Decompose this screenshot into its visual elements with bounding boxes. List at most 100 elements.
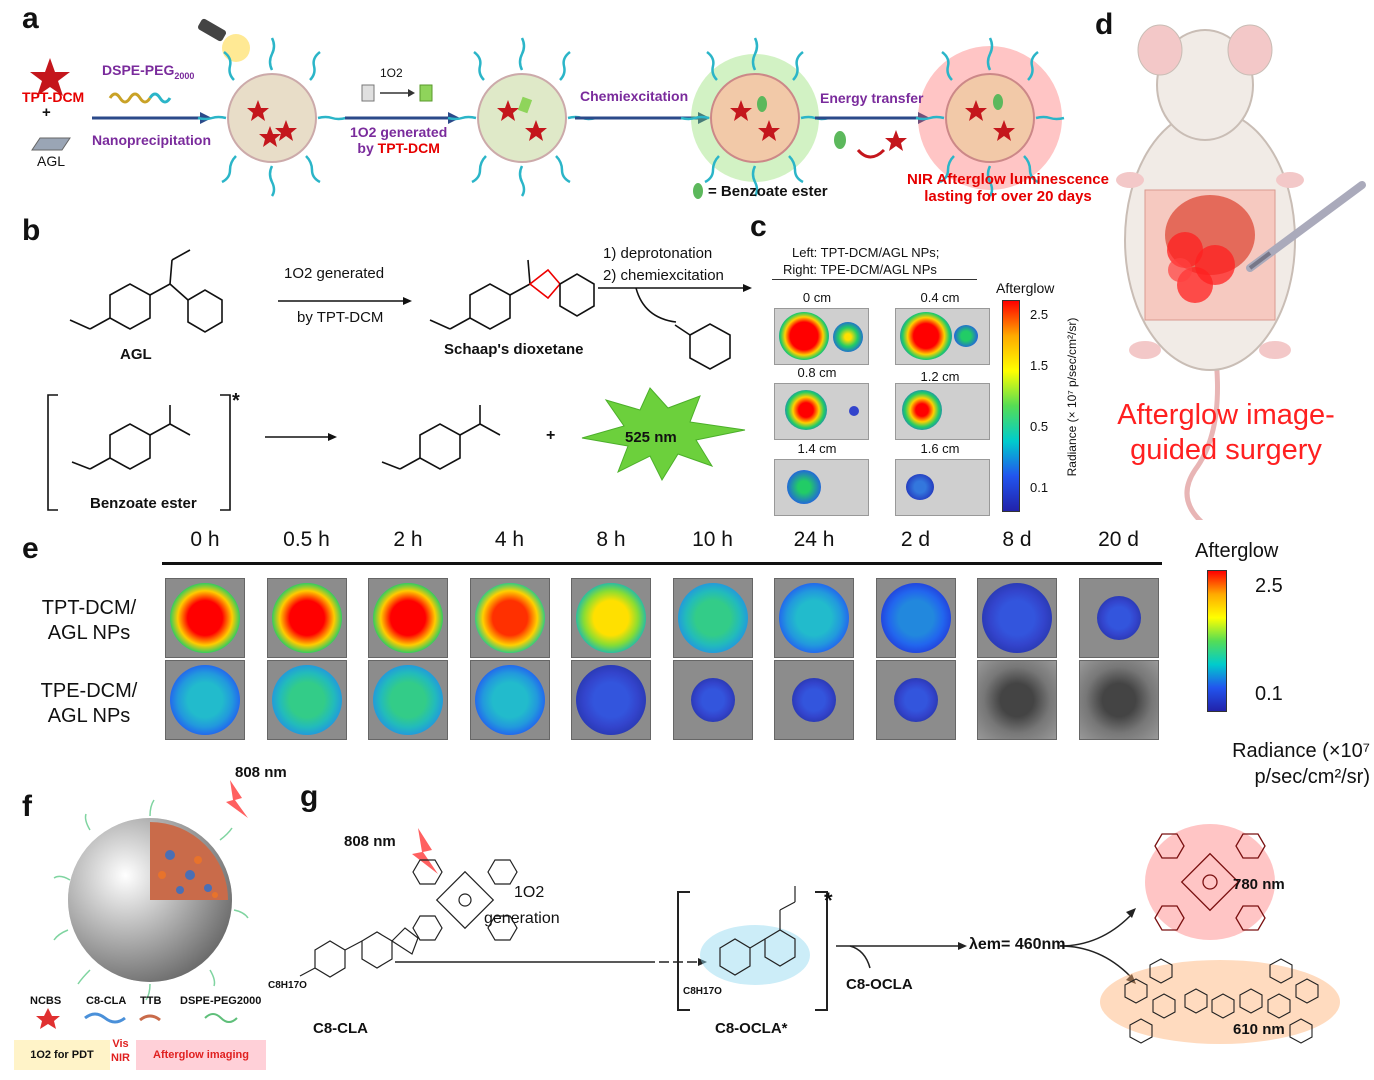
b-benzoate-label: Benzoate ester bbox=[90, 495, 197, 512]
g-c8ocla-label: C8-OCLA bbox=[846, 976, 913, 993]
e-time-label: 20 d bbox=[1098, 528, 1139, 551]
peg-squiggle-icon bbox=[108, 92, 152, 104]
c-depth-label: 1.4 cm bbox=[797, 441, 837, 456]
e-well-image bbox=[977, 660, 1057, 740]
b-excited-star: * bbox=[232, 390, 240, 412]
e-time-label: 2 d bbox=[900, 528, 931, 551]
c-colorbar-tick: 0.1 bbox=[1030, 480, 1049, 495]
panel-b-scheme bbox=[47, 249, 752, 511]
g-laser-label: 808 nm bbox=[344, 833, 396, 850]
e-signal-spot bbox=[880, 583, 951, 653]
g-780nm-label: 780 nm bbox=[1233, 876, 1285, 893]
o2-small-label: 1O2 bbox=[380, 66, 403, 80]
e-colorbar bbox=[1207, 570, 1227, 712]
e-well-image bbox=[1078, 578, 1159, 658]
e-signal-spot bbox=[373, 583, 443, 653]
g-c8cla-structure bbox=[299, 927, 419, 978]
panel-g-scheme bbox=[299, 824, 1340, 1044]
nanoparticle-4 bbox=[915, 37, 1065, 197]
agl-parallelogram-icon bbox=[31, 137, 71, 151]
e-signal-spot bbox=[170, 665, 240, 735]
e-signal-spot bbox=[982, 583, 1052, 653]
e-signal-spot bbox=[792, 678, 836, 722]
c8cla-icon bbox=[84, 1012, 126, 1024]
e-signal-spot bbox=[170, 583, 240, 653]
e-signal-spot bbox=[474, 665, 545, 735]
e-well-image bbox=[774, 660, 854, 740]
e-signal-spot bbox=[271, 665, 342, 735]
c-colorbar-tick: 0.5 bbox=[1030, 419, 1049, 434]
c-divider bbox=[772, 279, 977, 280]
g-c8h17o-label-2: C8H17O bbox=[683, 986, 722, 997]
nanoparticle-3 bbox=[680, 37, 830, 197]
b-reagent-line2: by TPT-DCM bbox=[297, 309, 384, 326]
b-agl-label: AGL bbox=[120, 346, 152, 363]
e-well-image bbox=[875, 660, 956, 740]
e-well-image bbox=[672, 578, 753, 658]
e-signal-spot bbox=[893, 678, 938, 722]
c-image-0.4cm bbox=[895, 308, 990, 365]
panel-a-scheme bbox=[30, 18, 1065, 199]
e-time-label: 10 h bbox=[692, 528, 733, 551]
g-610-emitter bbox=[1100, 958, 1340, 1044]
e-time-label: 24 h bbox=[793, 528, 835, 551]
e-header-rule bbox=[162, 562, 1162, 565]
c-legend-left: Left: TPT-DCM/AGL NPs; bbox=[792, 245, 940, 260]
g-photosensitizer-structure bbox=[412, 859, 518, 941]
panel-e-letter: e bbox=[22, 532, 39, 565]
c-depth-label: 1.6 cm bbox=[920, 441, 960, 456]
e-well-image bbox=[368, 578, 448, 658]
f-c8cla-label: C8-CLA bbox=[86, 995, 127, 1007]
c-image-1.4cm bbox=[774, 459, 869, 516]
g-780-emitter bbox=[1145, 824, 1275, 940]
c-colorbar-unit: Radiance (× 10⁷ p/sec/cm²/sr) bbox=[1065, 317, 1079, 477]
panel-f-letter: f bbox=[22, 790, 32, 823]
f-ttb-label: TTB bbox=[140, 995, 162, 1007]
panel-c-letter: c bbox=[750, 210, 767, 243]
c-image-1.6cm bbox=[895, 459, 990, 516]
panel-a-letter: a bbox=[22, 2, 39, 35]
b-step2: 2) chemiexcitation bbox=[603, 267, 724, 284]
f-dspe-label: DSPE-PEG2000 bbox=[180, 995, 262, 1007]
panel-d-letter: d bbox=[1095, 8, 1114, 41]
c-colorbar bbox=[1002, 300, 1020, 512]
e-row2-label: TPE-DCM/AGL NPs bbox=[40, 680, 138, 727]
g-generation-label: generation bbox=[484, 910, 560, 927]
e-signal-spot bbox=[677, 583, 748, 653]
c-image-0cm bbox=[774, 308, 869, 365]
e-colorbar-max: 2.5 bbox=[1255, 575, 1283, 597]
g-c8cla-label: C8-CLA bbox=[313, 1020, 368, 1037]
c-image-1.2cm bbox=[895, 383, 990, 440]
g-c8ocla-star-label: C8-OCLA* bbox=[715, 1020, 788, 1037]
panel-g-letter: g bbox=[300, 780, 319, 813]
ncbs-star-icon bbox=[36, 1008, 60, 1029]
e-well-image bbox=[266, 578, 347, 658]
e-well-image bbox=[368, 660, 448, 740]
e-well-image bbox=[875, 578, 956, 658]
f-laser-bolt-icon bbox=[226, 780, 248, 818]
dspe-peg-label: DSPE-PEG2000 bbox=[102, 62, 195, 81]
e-signal-spot bbox=[271, 583, 342, 653]
c-depth-label: 0 cm bbox=[802, 290, 832, 305]
f-laser-label: 808 nm bbox=[235, 764, 287, 781]
e-signal-spot bbox=[1096, 596, 1141, 640]
e-well-image bbox=[1078, 660, 1159, 740]
d-caption: Afterglow image- guided surgery bbox=[1117, 399, 1335, 466]
g-laser-bolt-icon bbox=[412, 828, 438, 874]
nanoparticle-1 bbox=[197, 37, 347, 197]
f-pdt-box: 1O2 for PDT bbox=[14, 1040, 110, 1070]
b-reagent-line1: 1O2 generated bbox=[284, 265, 385, 282]
b-plus: + bbox=[546, 427, 556, 444]
agl-label: AGL bbox=[37, 153, 66, 169]
c-image-0.8cm bbox=[774, 383, 869, 440]
e-row1-label: TPT-DCM/AGL NPs bbox=[41, 597, 137, 644]
b-emission-label: 525 nm bbox=[625, 429, 677, 446]
g-excited-star: * bbox=[824, 888, 833, 913]
e-signal-spot bbox=[474, 583, 545, 653]
f-afterglow-box: Afterglow imaging bbox=[136, 1040, 266, 1070]
e-well-image bbox=[165, 578, 245, 658]
c-colorbar-tick: 1.5 bbox=[1030, 358, 1049, 373]
